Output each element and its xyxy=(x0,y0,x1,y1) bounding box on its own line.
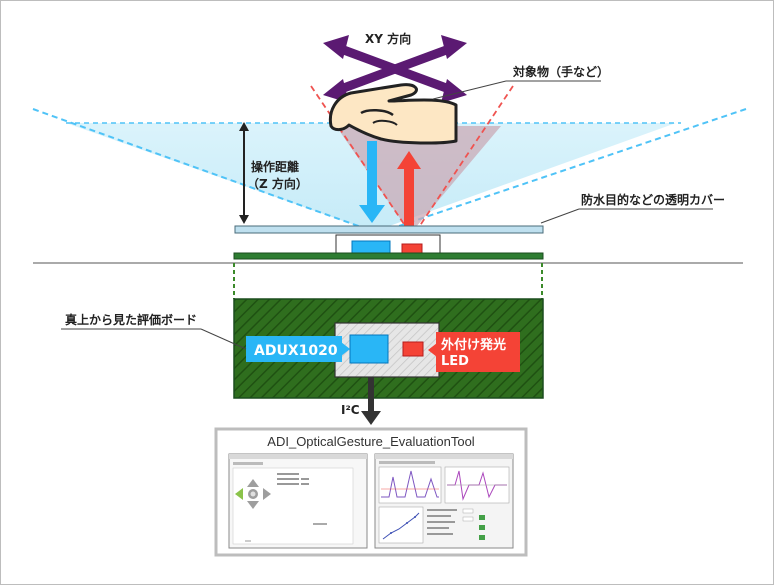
led-chip-top xyxy=(402,341,424,357)
down-arrow-icon xyxy=(359,141,385,223)
led-cone-right-line xyxy=(418,85,514,228)
cover-leader xyxy=(540,208,580,224)
tool-screenshot-graphs xyxy=(374,453,514,549)
tool-screenshot-gesture xyxy=(228,453,368,549)
external-led-label-line1: 外付け発光 xyxy=(440,337,506,353)
led-cone-left-line xyxy=(310,85,407,228)
led-callout xyxy=(428,332,520,372)
i2c-arrow xyxy=(361,377,381,425)
operating-distance-label-line2: （Z 方向） xyxy=(247,176,308,191)
board-label-leader xyxy=(200,328,247,350)
operating-distance-label-line1: 操作距離 xyxy=(251,159,299,174)
i2c-label: I²C xyxy=(341,403,360,417)
tool-name-label: ADI_OpticalGesture_EvaluationTool xyxy=(267,434,475,449)
xy-direction-label: XY 方向 xyxy=(365,31,411,46)
sensor-name-label: ADUX1020 xyxy=(254,343,338,359)
transparent-cover-label: 防水目的などの透明カバー xyxy=(581,192,725,207)
board-top-view-label: 真上から見た評価ボード xyxy=(65,312,197,327)
operating-distance-arrow xyxy=(239,122,249,224)
sensor-chip-side xyxy=(351,240,391,254)
target-object-label: 対象物（手など） xyxy=(512,64,609,79)
led-chip-side xyxy=(401,243,423,254)
board-side xyxy=(233,252,544,260)
target-object-leader xyxy=(432,80,507,100)
fov-right-dashed-line xyxy=(395,108,747,228)
sensor-callout xyxy=(246,336,350,362)
sensor-chip-top xyxy=(349,334,389,364)
led-illumination-cone xyxy=(336,126,501,227)
fov-left-dashed-line xyxy=(32,108,362,228)
hand-icon xyxy=(328,83,458,145)
transparent-cover xyxy=(234,225,544,234)
external-led-label-line2: LED xyxy=(441,354,469,369)
up-arrow-icon xyxy=(397,151,421,231)
